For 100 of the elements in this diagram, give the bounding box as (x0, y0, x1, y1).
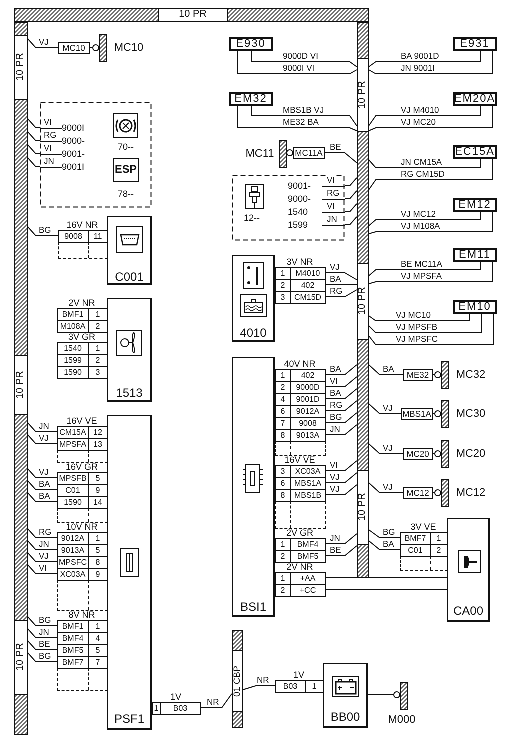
wire (28, 616, 58, 626)
table-cell: B03 (160, 702, 201, 715)
wire (28, 540, 58, 550)
wire (368, 530, 400, 538)
table-cell: MPSFA (57, 438, 89, 451)
wire-color-label: VJ M108A (400, 221, 442, 231)
wire (368, 262, 482, 276)
wire (368, 158, 494, 190)
wire (286, 150, 294, 156)
wire (324, 424, 358, 436)
connector-label: 3V GR (67, 332, 96, 342)
wire-color-label: BG (38, 615, 52, 625)
wire-color-label: BG (382, 527, 396, 537)
ground-label: MC30 (455, 407, 487, 421)
harness-label: 10 PR (14, 620, 28, 695)
wire-color-label: VJ (382, 403, 394, 413)
wire (28, 422, 58, 432)
table-cell: 9 (88, 568, 108, 581)
warning-lamp-label: ESP (113, 158, 139, 182)
table-cell: 8 (275, 489, 291, 502)
wire (368, 106, 482, 126)
wire (28, 480, 58, 490)
table-cell: XC03A (290, 465, 326, 478)
wire (432, 410, 442, 418)
wire (28, 226, 58, 236)
wire (28, 528, 58, 538)
wire-code: 1599 (288, 219, 310, 231)
wire (324, 284, 358, 286)
wire-color-label: ME32 BA (282, 117, 320, 127)
table-cell: 9008 (58, 230, 89, 243)
wire (324, 546, 358, 556)
wire (368, 314, 470, 322)
ground-label: MC20 (455, 447, 487, 461)
wire-color-label: RG (38, 527, 53, 537)
harness-label: 10 PR (14, 355, 28, 415)
wire (324, 400, 358, 412)
wire-color-label: VJ M4010 (400, 105, 440, 115)
connector-label: 1V (292, 670, 306, 680)
wire (324, 460, 358, 472)
wire-color-label: BG (329, 412, 344, 422)
table-cell: 2 (88, 320, 108, 333)
wire-color-label: VI (326, 201, 336, 211)
wire (368, 444, 404, 454)
wire (368, 540, 400, 550)
wire (368, 692, 400, 698)
wire-color-label: BG (38, 651, 52, 661)
table-cell: 1590 (57, 366, 89, 379)
wire-color-label: VJ (329, 484, 341, 494)
harness-label: 10 PR (357, 58, 369, 132)
wire (200, 694, 232, 708)
wire-color-label: VJ (329, 262, 341, 272)
wire-color-label: VJ (38, 551, 50, 561)
wire (28, 132, 40, 142)
wire (344, 216, 358, 226)
connector-block: MC11A (293, 147, 325, 159)
component-code: C001 (114, 270, 145, 283)
table-cell: 13 (88, 438, 108, 451)
wire-color-label: JN 9001I (400, 63, 436, 73)
wire (324, 472, 358, 484)
table-cell: MBS1B (290, 489, 326, 502)
table-cell: +AA (290, 572, 326, 585)
wire (368, 314, 482, 334)
part-number: 70-- (116, 142, 135, 153)
wire-color-label: VJ MC20 (400, 117, 437, 127)
wire (432, 372, 442, 378)
wire-code: 1540 (288, 206, 310, 218)
connector-label: 16V VE (66, 416, 98, 426)
table-cell: 11 (88, 230, 108, 243)
wire (238, 106, 358, 132)
component-tag: E931 (453, 37, 497, 51)
wire-color-label: VI (43, 117, 54, 127)
wire (368, 364, 404, 376)
connector-block: MBS1A (401, 408, 433, 420)
wire-color-label: NR (206, 697, 220, 707)
part-number: 78-- (116, 189, 135, 200)
component-tag: EM12 (453, 198, 497, 212)
table-cell: 2 (275, 550, 291, 563)
wire-color-label: VJ (382, 443, 394, 453)
wire-color-label: VJ (382, 482, 394, 492)
wire-color-label: VJ (329, 472, 341, 482)
wire-color-label: MBS1B VJ (282, 105, 326, 115)
wire (90, 44, 100, 52)
ground-label: M000 (387, 714, 417, 727)
component-code: BB00 (330, 710, 362, 723)
wire (28, 118, 40, 128)
wire-color-label: VJ (38, 37, 50, 47)
wire (28, 564, 58, 574)
component-code: CA00 (452, 604, 485, 617)
connector-label: 40V NR (283, 359, 317, 369)
component-code: 4010 (239, 326, 268, 339)
wire-code: 9000- (288, 193, 312, 205)
ground-label: MC12 (455, 486, 487, 500)
wire-color-label: BA (329, 364, 342, 374)
wire (344, 178, 358, 186)
wire (344, 204, 358, 212)
harness-label: 10 PR (357, 470, 369, 545)
table-cell: 2 (275, 584, 291, 597)
component-tag: EM20A (453, 92, 497, 106)
wire-color-label: BE MC11A (400, 259, 444, 269)
wire-color-label: VJ MPSFA (400, 271, 444, 281)
